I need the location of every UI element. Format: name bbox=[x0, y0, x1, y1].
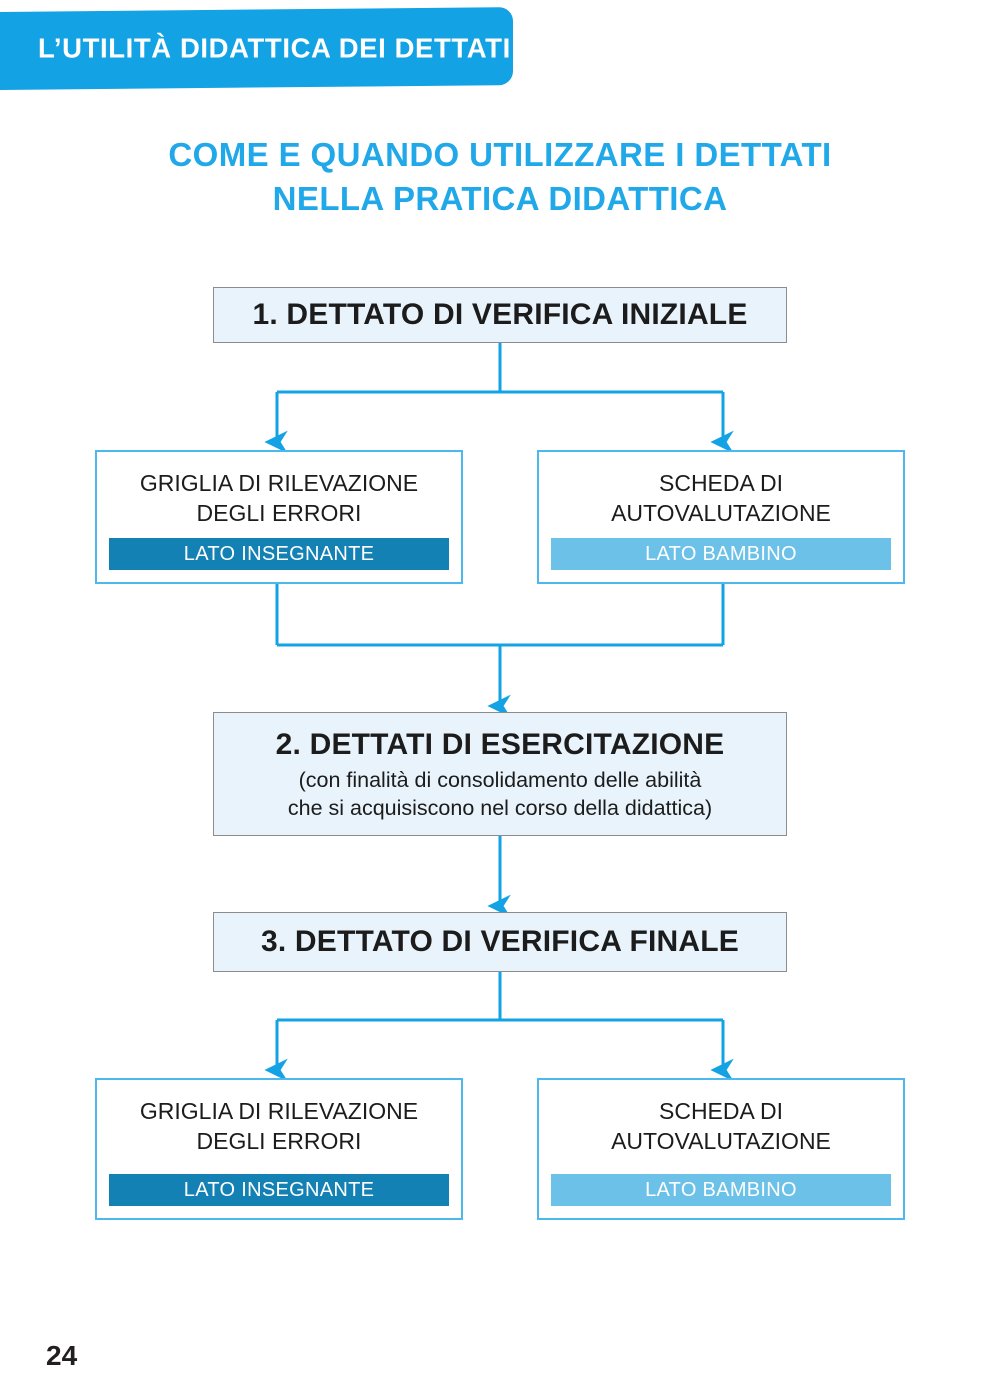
stage-box-1[interactable]: 1. DETTATO DI VERIFICA INIZIALE bbox=[213, 287, 787, 343]
tool-1-title-line-2: DEGLI ERRORI bbox=[196, 500, 362, 526]
tool-box-scheda-finale[interactable]: SCHEDA DI AUTOVALUTAZIONE LATO BAMBINO bbox=[537, 1078, 905, 1220]
page-title-line-1: COME E QUANDO UTILIZZARE I DETTATI bbox=[168, 136, 832, 173]
tool-2-tag-lato-bambino: LATO BAMBINO bbox=[551, 538, 891, 570]
tool-3-title: GRIGLIA DI RILEVAZIONE DEGLI ERRORI bbox=[140, 1096, 418, 1156]
tool-4-title: SCHEDA DI AUTOVALUTAZIONE bbox=[611, 1096, 831, 1156]
connector-stage3-split bbox=[264, 972, 734, 1082]
tool-4-title-line-2: AUTOVALUTAZIONE bbox=[611, 1128, 831, 1154]
connector-stage1-split bbox=[264, 343, 734, 454]
connector-tools-merge bbox=[275, 584, 725, 718]
tool-3-title-line-2: DEGLI ERRORI bbox=[196, 1128, 362, 1154]
tool-1-title-line-1: GRIGLIA DI RILEVAZIONE bbox=[139, 470, 419, 496]
tool-3-title-line-1: GRIGLIA DI RILEVAZIONE bbox=[139, 1098, 419, 1124]
stage-2-subtitle-line-1: (con finalità di consolidamento delle ab… bbox=[298, 767, 702, 792]
tool-2-title-line-1: SCHEDA DI bbox=[659, 470, 783, 496]
tool-box-scheda-iniziale[interactable]: SCHEDA DI AUTOVALUTAZIONE LATO BAMBINO bbox=[537, 450, 905, 584]
tool-2-title-line-2: AUTOVALUTAZIONE bbox=[611, 500, 831, 526]
stage-box-3[interactable]: 3. DETTATO DI VERIFICA FINALE bbox=[213, 912, 787, 972]
stage-2-subtitle-line-2: che si acquisiscono nel corso della dida… bbox=[287, 795, 713, 820]
stage-2-subtitle: (con finalità di consolidamento delle ab… bbox=[288, 766, 712, 822]
page-number: 24 bbox=[46, 1340, 78, 1371]
page-title: COME E QUANDO UTILIZZARE I DETTATI NELLA… bbox=[0, 133, 1000, 221]
stage-2-title: 2. DETTATI DI ESERCITAZIONE bbox=[275, 727, 725, 761]
tool-box-griglia-finale[interactable]: GRIGLIA DI RILEVAZIONE DEGLI ERRORI LATO… bbox=[95, 1078, 463, 1220]
tool-2-title: SCHEDA DI AUTOVALUTAZIONE bbox=[611, 468, 831, 528]
page-title-line-2: NELLA PRATICA DIDATTICA bbox=[272, 180, 728, 217]
tool-box-griglia-iniziale[interactable]: GRIGLIA DI RILEVAZIONE DEGLI ERRORI LATO… bbox=[95, 450, 463, 584]
stage-box-2[interactable]: 2. DETTATI DI ESERCITAZIONE (con finalit… bbox=[213, 712, 787, 836]
tool-1-tag-lato-insegnante: LATO INSEGNANTE bbox=[109, 538, 449, 570]
tool-1-title: GRIGLIA DI RILEVAZIONE DEGLI ERRORI bbox=[140, 468, 418, 528]
stage-3-title: 3. DETTATO DI VERIFICA FINALE bbox=[260, 925, 740, 958]
tool-4-title-line-1: SCHEDA DI bbox=[659, 1098, 783, 1124]
stage-1-title: 1. DETTATO DI VERIFICA INIZIALE bbox=[252, 298, 748, 331]
tool-3-tag-lato-insegnante: LATO INSEGNANTE bbox=[109, 1174, 449, 1206]
tool-4-tag-lato-bambino: LATO BAMBINO bbox=[551, 1174, 891, 1206]
